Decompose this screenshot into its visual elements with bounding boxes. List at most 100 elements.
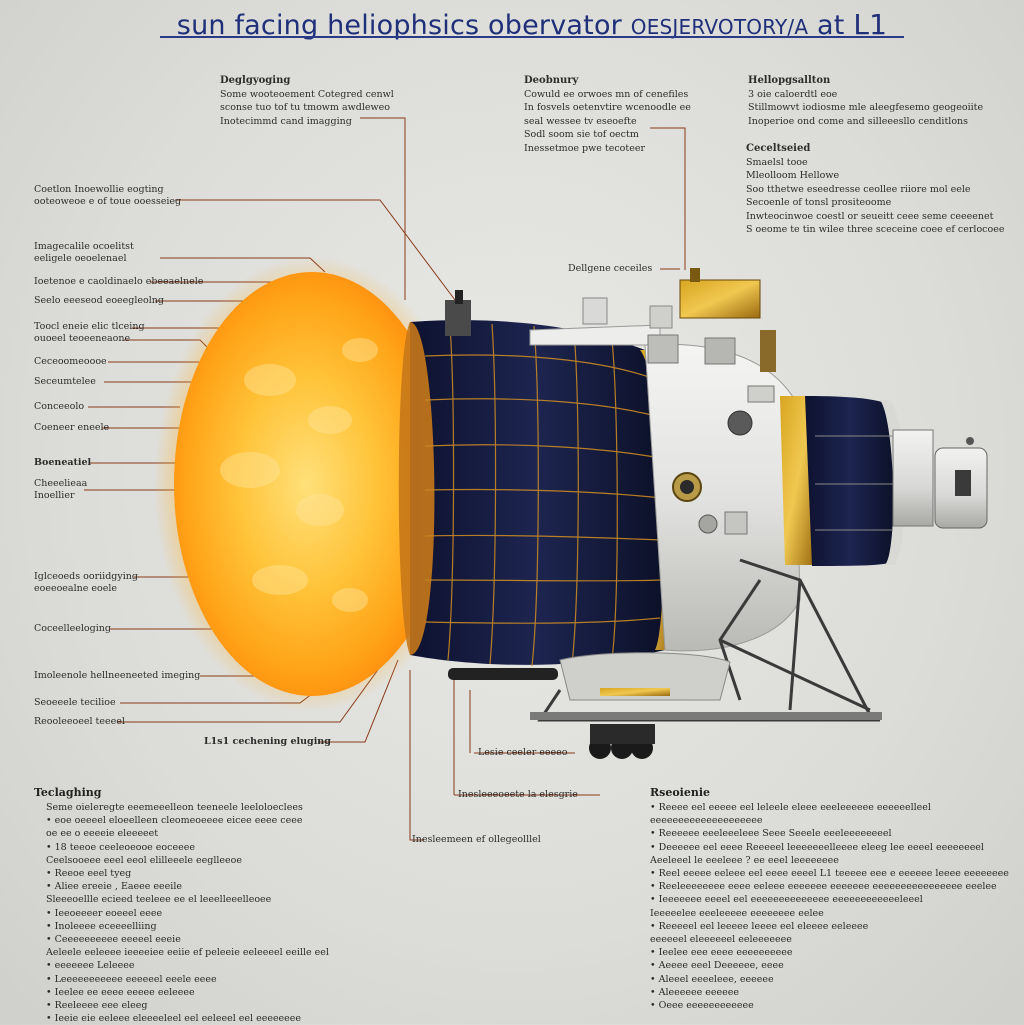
base-platform [530, 712, 882, 720]
list-item: • Ieeoeeeer eoeeel eeee [46, 907, 163, 919]
top-left-line: sconse tuo tof tu tmowm awdleweo [220, 102, 390, 113]
list-item: Aeleele eeleeee ieeeeiee eeiie ef peleei… [46, 947, 329, 959]
bottom-right-heading: Rseoienie [650, 786, 711, 799]
list-item: • 18 teeoe ceeleoeooe eoceeee [46, 841, 195, 853]
list-item: oe ee o eeeeie eleeeeet [46, 828, 159, 840]
right-info-line: Inwteocinwoe coestl or seueitt ceee seme… [746, 210, 994, 222]
list-item: • eoe oeeeel eloeelleen cleomeoeeee eice… [46, 815, 303, 827]
top-left-block: Deglgyoging Some wooteoement Cotegred ce… [220, 74, 394, 128]
right-info-line: Smaelsl tooe [746, 156, 808, 168]
solar-panel-drum [398, 320, 674, 667]
list-item: Ieeeeelee eeeleeeee eeeeeeee eelee [650, 907, 824, 919]
left-label: Imoleenole hellneeneeted imeging [34, 670, 201, 681]
list-item: eeeeeel eleeeeeel eeleeeeeee [650, 934, 792, 946]
gold-instrument-box [679, 279, 761, 319]
callout-below-2: Inesleeeoeete la elesgrie [458, 789, 578, 800]
left-label: L1s1 cechening eluging [204, 736, 331, 747]
left-label: Ioetenoe e caoldinaelo ebeeaelnele [34, 276, 204, 287]
left-label: Seelo eeeseod eoeegleolng [34, 295, 164, 306]
list-item: • Aleeel eeeeleee, eeeeee [650, 973, 774, 985]
list-item: Ceelsooeee eeel eeol elilleeele eeglleeo… [46, 854, 243, 866]
spacecraft-body [445, 268, 801, 652]
top-center-block: Deobnury Cowuld ee orwoes mn of cenefile… [524, 74, 691, 155]
left-label: ooteoweoe e of toue ooesseieg [34, 196, 182, 207]
left-label: Coeneer eneele [34, 422, 110, 433]
list-item: Aeeleeel le eeeleee ? ee eeel leeeeeeee [650, 854, 839, 866]
bottom-left-list: Seme oieleregte eeemeeelleon teeneele le… [46, 801, 329, 1025]
top-center-line: Sodl soom sie tof oectm [524, 129, 639, 140]
right-info-line: S oeome te tin wilee three sceceine coee… [746, 224, 1005, 235]
right-info-line: Secoenle of tonsl prositeoome [746, 197, 892, 208]
left-label: ouoeel teoeeneaone [34, 333, 131, 344]
left-label: Imagecalile ocoelitst [34, 241, 134, 252]
top-right-block: Hellopgsallton 3 oie caloerdtl eoe Still… [748, 74, 983, 128]
top-center-line: In fosvels oetenvtire wcenoodle ee [524, 102, 691, 113]
list-item: • Ieeie eie eeleee eleeeeleel eel eeleee… [46, 1013, 302, 1025]
left-label: Seceumtelee [34, 376, 96, 387]
secondary-module [780, 396, 988, 566]
list-item: • Ieelee ee eeee eeeee eeleeee [46, 986, 195, 998]
right-info-heading: Ceceltseied [746, 143, 811, 154]
title-underline [160, 36, 904, 38]
list-item: • Inoleeee eceeeelliing [46, 920, 157, 932]
top-center-line: Cowuld ee orwoes mn of cenefiles [524, 88, 689, 100]
left-label: Iglceoeds ooriidgying [34, 571, 138, 582]
list-item: • Reeleeeeeeee eeee eeleee eeeeeee eeeee… [650, 881, 997, 893]
callout-below-3: Inesleemeen ef ollegeolllel [412, 834, 541, 845]
list-item: Sleeeoellle ecieed teeleee ee el leeelle… [46, 894, 272, 906]
list-item: • Oeee eeeeeeeeeeee [650, 1000, 754, 1012]
list-item: • Ceeeeeeeeee eeeeel eeeie [46, 934, 181, 946]
list-item: • Ieelee eee eeee eeeeeeeeee [650, 947, 793, 959]
bottom-thrusters [589, 724, 655, 759]
list-item: • Aleeeeee eeeeee [650, 986, 740, 998]
list-item: • Reeleeee eee eleeg [46, 1000, 148, 1012]
bottom-left-heading: Teclaghing [34, 786, 102, 799]
top-left-line: Some wooteoement Cotegred cenwl [220, 88, 394, 100]
left-label: Boeneatiel [34, 457, 92, 468]
list-item: • Aliee ereeie , Eaeee eeeile [46, 881, 183, 893]
right-info-block: Ceceltseied Smaelsl tooe Mleolloom Hello… [746, 142, 1004, 237]
list-item: • Reeeeee eeeleeeleee Seee Seeele eeelee… [650, 828, 892, 840]
list-item: • Reeoe eeel tyeg [46, 868, 132, 880]
left-label: Coetlon Inoewollie eogting [34, 184, 164, 195]
list-item: eeeeeeeeeeeeeeeeeeee [650, 815, 763, 827]
left-label: Coceelleeloging [34, 623, 111, 634]
left-label: eeligele oeoelenael [34, 253, 127, 264]
list-item: • Deeeeee eel eeee Reeeeel leeeeeeelleee… [650, 841, 984, 853]
top-left-line: Inotecimmd cand imagging [220, 115, 352, 127]
top-left-heading: Deglgyoging [220, 75, 291, 86]
left-label: Reooleeoeel teeeel [34, 716, 125, 727]
callout-below-1: Lesie ceeler eeeeo [478, 747, 568, 758]
list-item: • eeeeeee Leleeee [46, 960, 135, 972]
top-right-line: 3 oie caloerdtl eoe [748, 88, 838, 100]
list-item: • Reeeeel eel leeeee leeee eel eleeee ee… [650, 920, 869, 932]
sun [174, 272, 450, 696]
top-center-heading: Deobnury [524, 75, 579, 86]
top-right-line: Stillmowvt iodiosme mle aleegfesemo geog… [748, 102, 984, 113]
list-item: • Reeee eel eeeee eel leleele eleee eeel… [650, 802, 931, 813]
right-info-line: Mleolloom Hellowe [746, 170, 840, 181]
title-at: at [808, 10, 854, 41]
top-center-line: Inessetmoe pwe tecoteer [524, 142, 645, 154]
left-label: Seoeeele tecilioe [34, 697, 116, 708]
left-label: eoeeoealne eoele [34, 583, 118, 594]
list-item: • Leeeeeeeeeee eeeeeel eeele eeee [46, 973, 217, 985]
left-label: Toocl eneie elic tlceing [34, 321, 145, 332]
left-label: Ceceoomeoooe [34, 356, 107, 367]
title-l1: L1 [853, 8, 888, 41]
right-info-line: Soo tthetwe eseedresse ceollee riiore mo… [746, 183, 971, 195]
left-label: Inoellier [34, 490, 75, 501]
list-item: • Reel eeeee eeleee eel eeee eeeel L1 te… [650, 868, 1009, 880]
bottom-right-list: • Reeee eel eeeee eel leleele eleee eeel… [650, 801, 1009, 1012]
title-main: sun facing heliophsics obervator [176, 10, 631, 41]
list-item: Seme oieleregte eeemeeelleon teeneele le… [46, 802, 303, 813]
top-center-line: seal wessee tv eseoefte [524, 115, 637, 127]
list-item: • Ieeeeeee eeeel eel eeeeeeeeeeeeee eeee… [650, 894, 923, 906]
title-sub: OESJERVOTORY/A [630, 15, 809, 39]
left-label: Conceeolo [34, 401, 85, 412]
instrument-callout: Dellgene ceceiles [568, 263, 653, 274]
page-title: sun facing heliophsics obervator OESJERV… [160, 8, 904, 41]
left-label: Cheeelieaa [34, 478, 88, 489]
top-right-heading: Hellopgsallton [748, 75, 831, 86]
